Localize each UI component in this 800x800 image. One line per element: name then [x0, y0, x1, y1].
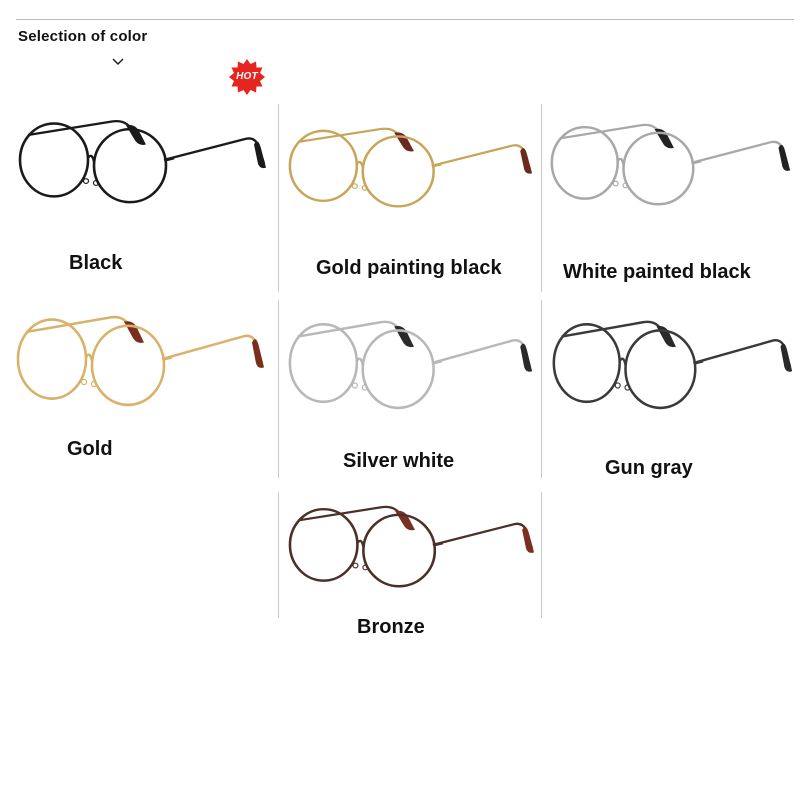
round-glasses-icon: [288, 127, 533, 208]
bridge: [87, 154, 96, 163]
lens-right: [361, 135, 435, 208]
round-glasses-icon: [288, 320, 533, 410]
temple-arm-right: [693, 338, 792, 368]
round-glasses-icon: [550, 123, 791, 206]
lens-right: [361, 329, 435, 410]
nose-pad-left: [82, 178, 90, 185]
lens-right: [90, 324, 166, 407]
glasses-white-painted-black-image[interactable]: [546, 114, 794, 208]
temple-tip-right: [778, 144, 791, 171]
nose-pad-left: [352, 562, 359, 569]
top-divider: [16, 19, 794, 20]
hinge: [434, 541, 444, 547]
column-divider: [278, 300, 279, 478]
nose-pad-right: [624, 384, 631, 391]
lens-left: [16, 318, 88, 400]
temple-arm-right: [163, 137, 266, 165]
temple-tip-right: [520, 343, 533, 372]
temple-arm-right: [161, 334, 264, 364]
lens-left: [550, 125, 619, 200]
page-title: Selection of color: [18, 28, 148, 45]
round-glasses-icon: [552, 320, 793, 410]
nose-pad-right: [361, 185, 368, 191]
hot-badge-shape: [229, 59, 265, 95]
temple-tip-right: [252, 339, 264, 368]
column-divider: [278, 104, 279, 292]
lens-right: [622, 131, 695, 206]
color-label-gold-painting-black[interactable]: Gold painting black: [316, 257, 502, 279]
nose-pad-left: [612, 180, 619, 187]
glasses-black-image[interactable]: [14, 110, 270, 206]
color-label-gun-gray[interactable]: Gun gray: [605, 457, 693, 479]
glasses-gold-image[interactable]: [12, 305, 268, 409]
temple-arm-right: [431, 144, 532, 170]
temple-tip-right: [520, 148, 533, 174]
nose-pad-right: [362, 564, 369, 571]
round-glasses-icon: [288, 505, 535, 588]
bridge: [355, 160, 364, 168]
hinge: [433, 359, 442, 365]
nose-pad-right: [622, 182, 629, 189]
lens-left: [288, 507, 359, 582]
lens-right: [92, 127, 168, 204]
column-divider: [541, 300, 542, 478]
column-divider: [541, 104, 542, 292]
color-label-bronze[interactable]: Bronze: [357, 616, 425, 638]
hinge: [692, 159, 702, 165]
bridge: [355, 357, 364, 366]
bridge: [618, 357, 627, 366]
temple-arm-right: [691, 140, 790, 167]
glasses-gun-gray-image[interactable]: [548, 310, 796, 412]
nose-pad-left: [351, 183, 358, 189]
color-label-gold[interactable]: Gold: [67, 438, 113, 460]
round-glasses-icon: [16, 315, 264, 407]
hot-badge: HOT: [228, 58, 266, 96]
hinge: [433, 162, 442, 168]
nose-pad-right: [90, 380, 98, 388]
hinge: [694, 359, 704, 365]
glasses-bronze-image[interactable]: [284, 496, 538, 590]
lens-left: [18, 122, 90, 198]
bridge: [356, 539, 365, 548]
hot-badge-label: HOT: [236, 71, 258, 82]
hot-badge-burst-icon: [229, 59, 265, 95]
lens-left: [288, 322, 359, 404]
hinge: [163, 355, 173, 361]
lens-left: [288, 129, 359, 202]
nose-pad-left: [614, 382, 621, 389]
chevron-down-icon[interactable]: [111, 57, 125, 67]
nose-pad-right: [92, 179, 100, 186]
nose-pad-left: [351, 382, 358, 389]
column-divider: [541, 492, 542, 618]
lens-right: [362, 513, 437, 588]
round-glasses-icon: [18, 120, 266, 204]
temple-arm-right: [431, 338, 532, 368]
column-divider: [278, 492, 279, 618]
nose-pad-right: [361, 384, 368, 391]
glasses-silver-white-image[interactable]: [284, 310, 536, 412]
temple-tip-right: [780, 343, 793, 372]
temple-arm-right: [432, 522, 534, 549]
bridge: [85, 353, 94, 362]
color-label-silver-white[interactable]: Silver white: [343, 450, 455, 472]
color-label-black[interactable]: Black: [69, 252, 123, 274]
color-label-white-painted-black[interactable]: White painted black: [563, 261, 751, 283]
bridge: [616, 157, 625, 166]
glasses-gold-painting-black-image[interactable]: [284, 118, 536, 210]
temple-tip-right: [254, 141, 266, 169]
lens-right: [624, 329, 697, 410]
hinge: [165, 156, 175, 162]
temple-tip-right: [522, 526, 535, 553]
lens-left: [552, 322, 621, 404]
nose-pad-left: [80, 378, 88, 386]
